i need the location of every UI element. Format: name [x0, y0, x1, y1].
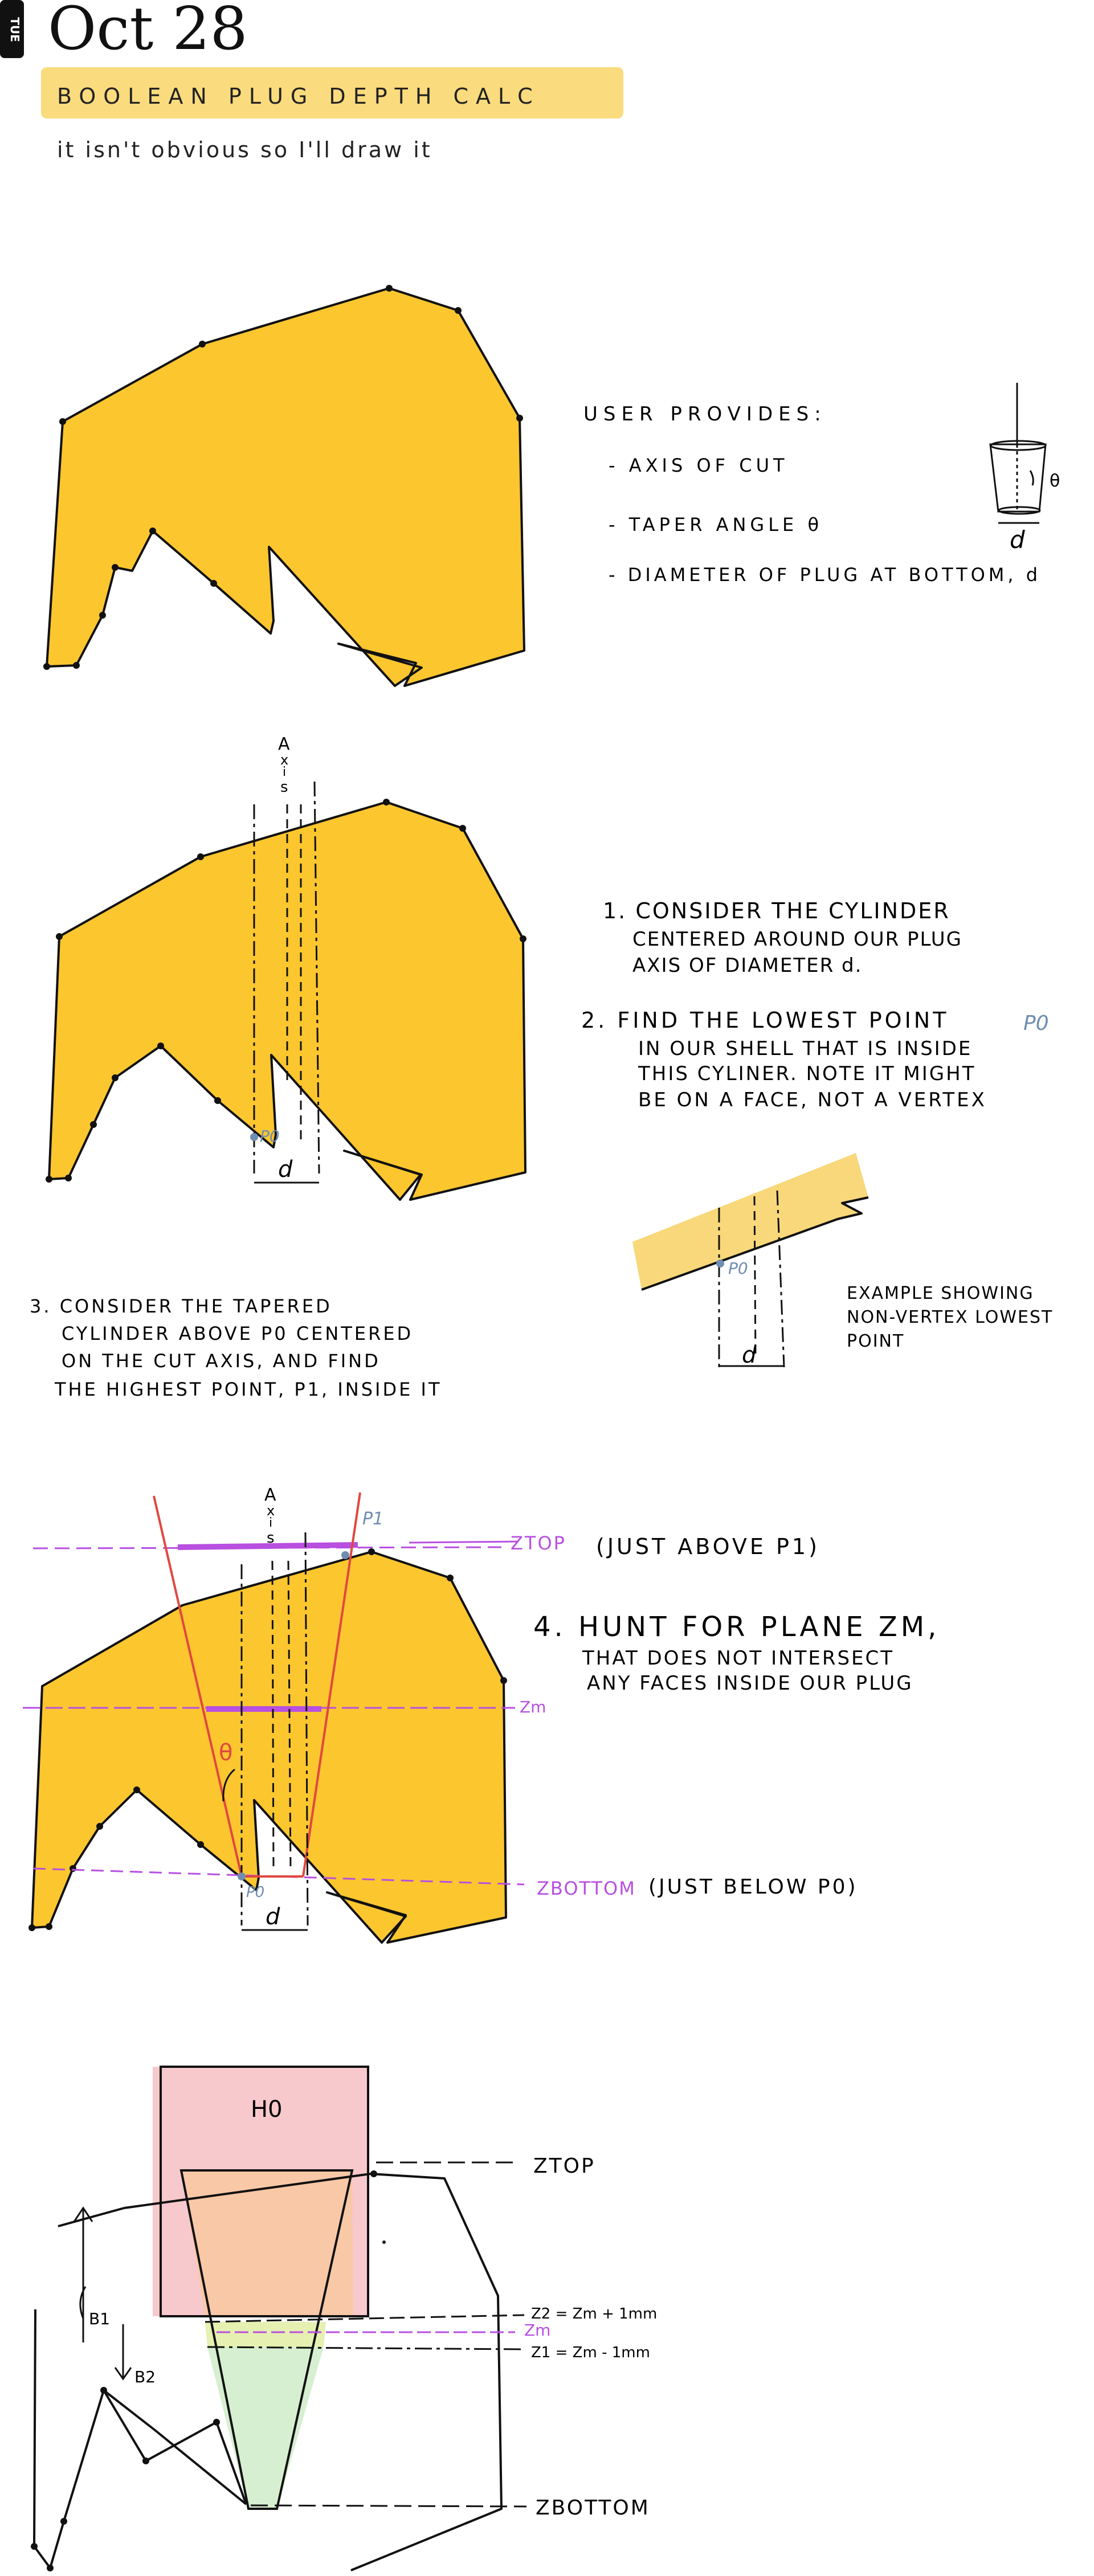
step4-line2: THAT DOES NOT INTERSECT: [582, 1647, 894, 1670]
axis4-label-a: A: [264, 1485, 276, 1505]
day-badge: [0, 0, 24, 58]
provide-diameter: - DIAMETER OF PLUG AT BOTTOM, d: [609, 564, 1041, 586]
banner-highlight: [41, 67, 623, 118]
shell-shape-1: [46, 287, 525, 687]
plug-trapezoid: [179, 2169, 354, 2510]
plug-theta: θ: [1050, 471, 1060, 491]
step2-p0: P0: [1023, 1012, 1049, 1035]
step4-line1: 4. HUNT FOR PLANE ZM,: [533, 1611, 940, 1643]
subtitle: it isn't obvious so I'll draw it: [57, 137, 432, 162]
step3-line2: CYLINDER ABOVE P0 CENTERED: [62, 1323, 413, 1344]
p1-point: [341, 1551, 349, 1559]
b1-label: B1: [89, 2309, 110, 2328]
example-caption-2: NON-VERTEX LOWEST: [847, 1307, 1053, 1327]
ztop-label: ZTOP: [511, 1532, 566, 1554]
section-2: A x i s P0 d 1. CONSIDER THE CYLINDER CE…: [46, 734, 1053, 1368]
b2-label: B2: [134, 2368, 156, 2386]
p0-point-4: [238, 1872, 246, 1880]
p0-point: [250, 1133, 258, 1141]
z1-label: Z1 = Zm - 1mm: [531, 2344, 650, 2361]
step3-line4: THE HIGHEST POINT, P1, INSIDE IT: [54, 1379, 442, 1400]
plug-d: d: [1010, 526, 1025, 554]
ztop-note: (JUST ABOVE P1): [596, 1534, 820, 1559]
header: TUE Oct 28 BOOLEAN PLUG DEPTH CALC it is…: [0, 0, 623, 162]
h0-label: H0: [251, 2096, 283, 2123]
example-cylinder-lines: [718, 1190, 785, 1368]
p0-label: P0: [260, 1127, 280, 1146]
zbottom-label: ZBOTTOM: [537, 1878, 636, 1899]
cylinder-lines-2: [253, 781, 320, 1184]
step3-line1: 3. CONSIDER THE TAPERED: [30, 1295, 332, 1317]
vertex-dots-2: [46, 799, 526, 1183]
step1-line1: 1. CONSIDER THE CYLINDER: [603, 898, 950, 923]
provide-taper: - TAPER ANGLE θ: [609, 514, 823, 535]
ztop-plane: [177, 1542, 358, 1550]
axis-label-s: s: [280, 779, 288, 796]
axis-label-a: A: [278, 734, 290, 754]
diameter-d-label-4: d: [266, 1904, 280, 1930]
user-provides-heading: USER PROVIDES:: [583, 403, 827, 426]
section-5: H0 ZTOP Z2 = Zm + 1mm Zm Z1 = Zm - 1mm Z…: [31, 2066, 657, 2571]
p0-label-4: P0: [246, 1884, 264, 1901]
h0-box: [160, 2066, 369, 2317]
shell-top-edge-5: [124, 2173, 371, 2209]
upper-plug-region: [181, 2170, 353, 2316]
taper-cone: [153, 1492, 361, 1878]
plug-icon: [989, 383, 1047, 524]
provide-axis: - AXIS OF CUT: [609, 455, 789, 476]
axis-label-x: x: [280, 752, 288, 768]
section-3: 3. CONSIDER THE TAPERED CYLINDER ABOVE P…: [30, 1295, 442, 1400]
axis4-label-i: i: [269, 1516, 272, 1530]
example-p0-label: P0: [728, 1259, 748, 1278]
shell-notch-5: [103, 2389, 247, 2505]
step2-line4: BE ON A FACE, NOT A VERTEX: [638, 1089, 987, 1111]
band-region: [205, 2322, 326, 2347]
lower-plug-region: [207, 2347, 324, 2509]
cylinder-lines-4: [222, 1532, 309, 1931]
example-caption-3: POINT: [847, 1331, 904, 1351]
plane-lines-4: [23, 1540, 525, 1886]
step2-line3: THIS CYLINER. NOTE IT MIGHT: [638, 1062, 975, 1085]
axis-label-i: i: [283, 765, 286, 779]
p1-label: P1: [362, 1509, 383, 1529]
section-4: A x i s P1 P0 θ d ZTOP (JUST ABOVE P1) Z…: [23, 1485, 940, 1944]
day-badge-label: TUE: [8, 17, 22, 42]
date-title: Oct 28: [48, 0, 248, 63]
ztop-label-5: ZTOP: [533, 2154, 595, 2178]
example-strip: [632, 1153, 868, 1290]
axis4-label-x: x: [267, 1503, 275, 1519]
shell-shape-4: [31, 1551, 507, 1944]
step1-line2: CENTERED AROUND OUR PLUG: [632, 928, 962, 951]
zbottom-label-5: ZBOTTOM: [536, 2496, 650, 2520]
level-lines-5: [73, 2161, 527, 2508]
step4-line3: ANY FACES INSIDE OUR PLUG: [587, 1672, 913, 1695]
banner-title: BOOLEAN PLUG DEPTH CALC: [57, 84, 540, 109]
vertex-dots-4: [28, 1548, 507, 1931]
zm-label-5: Zm: [524, 2321, 550, 2340]
step3-line3: ON THE CUT AXIS, AND FIND: [62, 1350, 381, 1372]
example-d-label: d: [742, 1342, 757, 1368]
axis4-label-s: s: [267, 1530, 275, 1547]
step1-line3: AXIS OF DIAMETER d.: [632, 954, 862, 977]
zm-label: Zm: [520, 1698, 546, 1716]
vertex-dots-5: [31, 2170, 386, 2571]
example-strip-edge: [641, 1196, 869, 1291]
zbottom-note: (JUST BELOW P0): [648, 1875, 858, 1899]
theta-label: θ: [219, 1740, 232, 1766]
example-p0-point: [716, 1260, 724, 1267]
example-caption-1: EXAMPLE SHOWING: [847, 1283, 1034, 1303]
section-1: USER PROVIDES: - AXIS OF CUT - TAPER ANG…: [43, 285, 1060, 687]
vertex-dots-1: [43, 285, 523, 670]
step2-line2: IN OUR SHELL THAT IS INSIDE: [638, 1037, 972, 1060]
step2-line1: 2. FIND THE LOWEST POINT: [581, 1008, 949, 1033]
diameter-d-label: d: [278, 1156, 293, 1183]
z2-label: Z2 = Zm + 1mm: [531, 2305, 657, 2323]
